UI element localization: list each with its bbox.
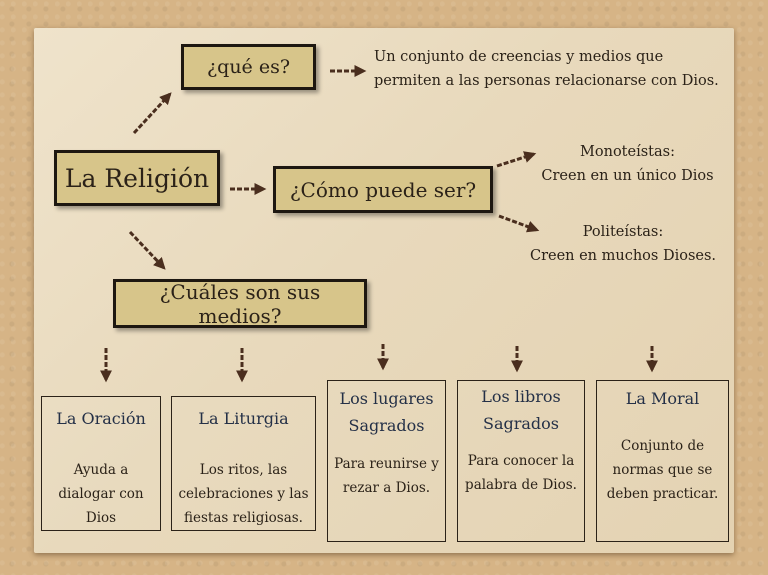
arrow-root-to-means (128, 230, 166, 270)
definition-text: Un conjunto de creencias y medios que pe… (374, 45, 736, 93)
arrow-root-to-what (132, 92, 172, 135)
definition-line-2: permiten a las personas relacionarse con… (374, 73, 719, 89)
means-card-oracion: La Oración Ayuda a dialogar con Dios (41, 396, 161, 531)
means-card-moral: La Moral Conjunto de normas que se deben… (596, 380, 729, 542)
means-card-lugares: Los lugares Sagrados Para reunirse y rez… (327, 380, 446, 542)
definition-line-1: Un conjunto de creencias y medios que (374, 49, 664, 65)
means-card-title: Los libros Sagrados (481, 387, 561, 433)
arrow-how-to-monotheist (496, 151, 537, 168)
how-question-box: ¿Cómo puede ser? (273, 166, 493, 213)
what-question-label: ¿qué es? (206, 56, 291, 78)
polytheist-desc: Creen en muchos Dioses. (529, 248, 717, 264)
means-question-label: ¿Cuáles son sus medios? (159, 279, 321, 328)
means-card-title: La Liturgia (198, 409, 289, 428)
what-question-box: ¿qué es? (181, 44, 316, 90)
monotheist-desc: Creen en un único Dios (541, 168, 714, 184)
means-card-desc: Para reunirse y rezar a Dios. (334, 456, 439, 496)
means-card-desc: Ayuda a dialogar con Dios (58, 462, 144, 526)
means-card-desc: Para conocer la palabra de Dios. (465, 453, 577, 493)
root-box: La Religión (54, 150, 220, 206)
means-card-desc: Conjunto de normas que se deben practica… (606, 438, 719, 502)
how-question-label: ¿Cómo puede ser? (289, 177, 477, 202)
polytheist-title: Politeístas: (582, 224, 664, 240)
root-label: La Religión (64, 163, 210, 193)
monotheist-text: Monoteístas: Creen en un único Dios (520, 140, 735, 188)
means-card-liturgia: La Liturgia Los ritos, las celebraciones… (171, 396, 316, 531)
means-card-title: La Moral (625, 389, 700, 408)
monotheist-title: Monoteístas: (580, 144, 675, 160)
means-question-box: ¿Cuáles son sus medios? (113, 279, 367, 328)
means-card-title: Los lugares Sagrados (339, 389, 434, 435)
means-card-title: La Oración (56, 409, 146, 428)
means-card-desc: Los ritos, las celebraciones y las fiest… (178, 462, 309, 526)
polytheist-text: Politeístas: Creen en muchos Dioses. (516, 220, 730, 268)
means-card-libros: Los libros Sagrados Para conocer la pala… (457, 380, 585, 542)
